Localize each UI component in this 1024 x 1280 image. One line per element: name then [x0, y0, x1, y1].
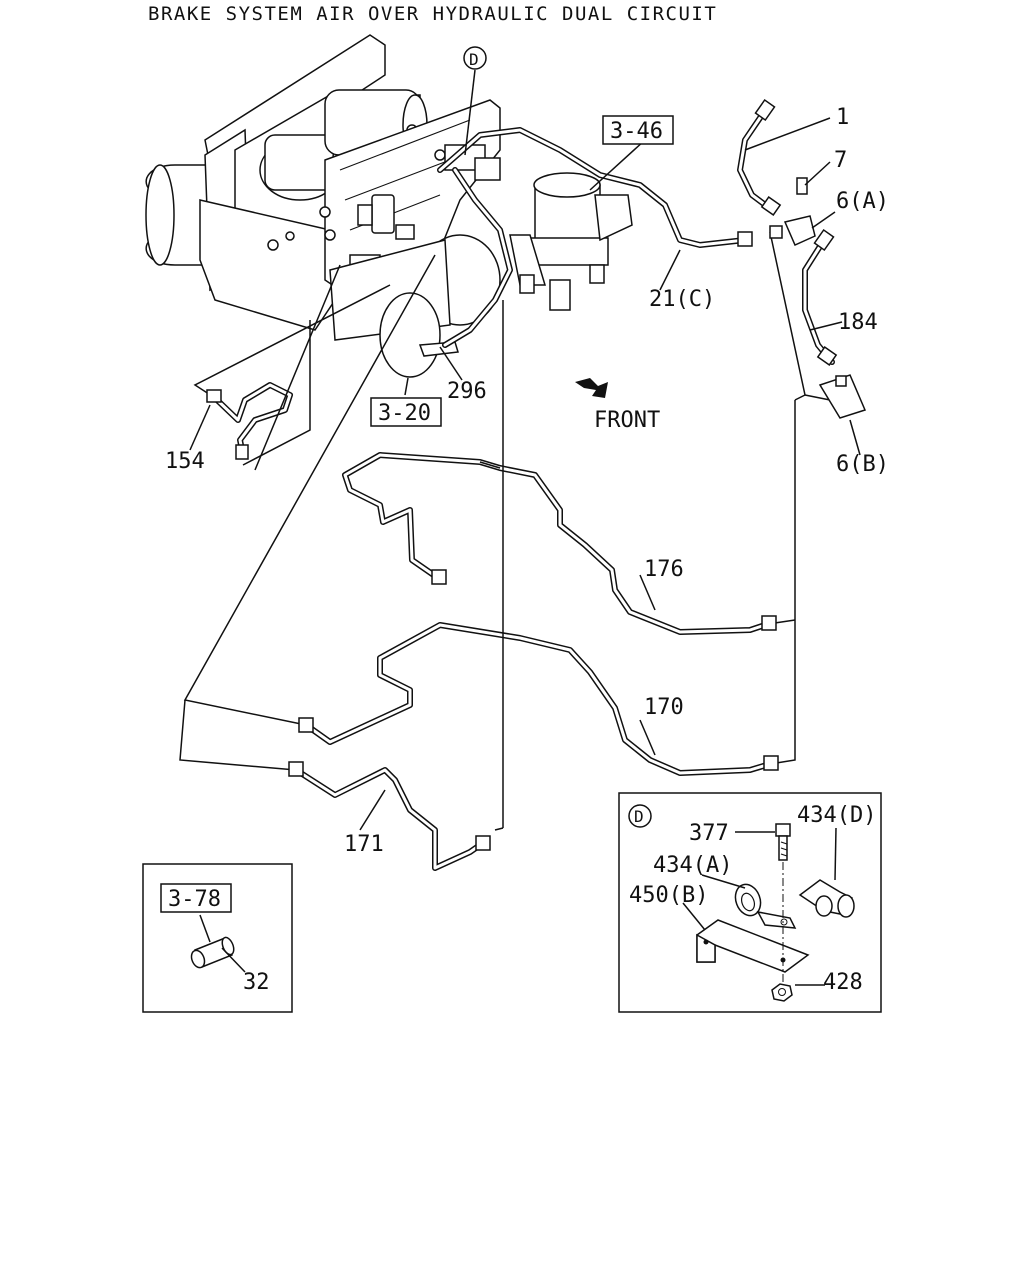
- detail-marker-d: D: [463, 46, 487, 70]
- callout-171: 171: [344, 832, 384, 857]
- bracket-part: [696, 919, 810, 973]
- callout-184: 184: [838, 310, 878, 335]
- nut-part: [771, 983, 793, 1002]
- detail-marker-d-label: D: [469, 50, 479, 69]
- callout-176: 176: [644, 557, 684, 582]
- ref-3-20-label: 3-20: [378, 401, 431, 426]
- pipe-fittings: [206, 98, 867, 851]
- callout-434d: 434(D): [797, 803, 876, 828]
- routing-lines: [179, 231, 831, 831]
- ref-3-78-label: 3-78: [168, 887, 221, 912]
- callout-21c: 21(C): [649, 287, 715, 312]
- ref-box-3-46: 3-46: [602, 115, 674, 145]
- callout-1: 1: [836, 105, 849, 130]
- detail-box-d: D: [618, 792, 882, 1013]
- callout-labels: 1 7 6(A) 21(C) 184 296 154 6(B) 176 170 …: [165, 105, 889, 857]
- front-direction-label: FRONT: [594, 408, 660, 433]
- callout-434a: 434(A): [653, 853, 732, 878]
- callout-6a: 6(A): [836, 189, 889, 214]
- clamp-part: [734, 883, 797, 929]
- brake-booster-assembly: [145, 34, 633, 378]
- callout-450b: 450(B): [629, 883, 708, 908]
- bolt-part: [775, 823, 791, 861]
- front-arrow-icon: [575, 378, 608, 398]
- ref-3-46-label: 3-46: [610, 119, 663, 144]
- callout-170: 170: [644, 695, 684, 720]
- callout-154: 154: [165, 449, 205, 474]
- callout-7: 7: [834, 148, 847, 173]
- diagram-title: BRAKE SYSTEM AIR OVER HYDRAULIC DUAL CIR…: [148, 3, 718, 25]
- ref-box-3-20: 3-20: [370, 397, 442, 427]
- detail-d-marker-label: D: [634, 807, 644, 826]
- callout-377: 377: [689, 821, 729, 846]
- callout-428: 428: [823, 970, 863, 995]
- callout-32: 32: [243, 970, 270, 995]
- callout-6b: 6(B): [836, 452, 889, 477]
- detail-box-3-78: 3-78 32: [142, 863, 293, 1013]
- clamp-d-part: [798, 879, 855, 918]
- callout-296: 296: [447, 379, 487, 404]
- brake-pipes: [212, 109, 835, 871]
- leader-lines: [189, 69, 861, 831]
